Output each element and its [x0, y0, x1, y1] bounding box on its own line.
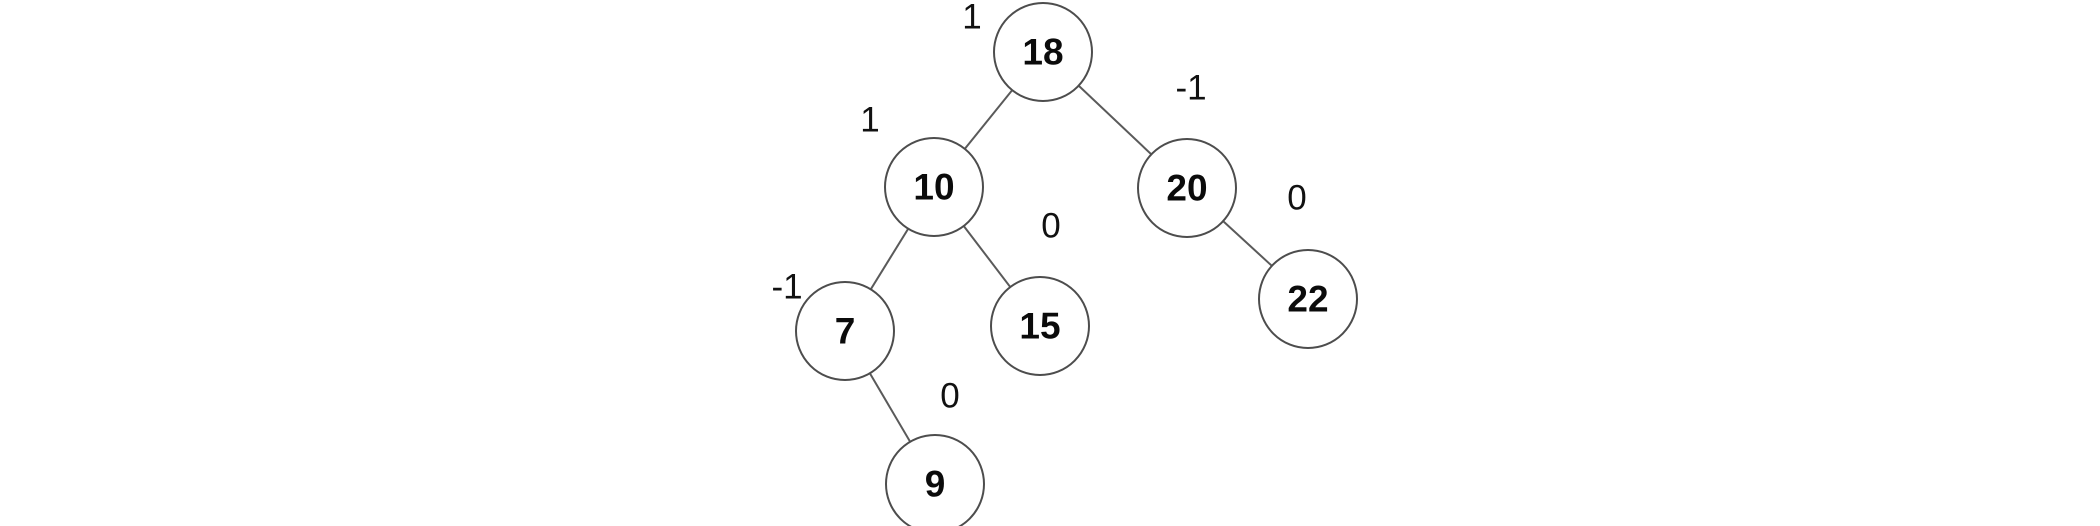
- tree-node-circle-15: [990, 276, 1090, 376]
- tree-node-circle-18: [993, 2, 1093, 102]
- balance-factor-label-15: 0: [1041, 207, 1060, 246]
- balance-factor-label-18: 1: [962, 0, 981, 37]
- tree-node-value-22: 22: [1287, 279, 1328, 320]
- tree-node-circle-7: [795, 281, 895, 381]
- balance-factor-label-22: 0: [1287, 179, 1306, 218]
- tree-node-circle-22: [1258, 249, 1358, 349]
- balance-factor-label-10: 1: [860, 101, 879, 140]
- tree-node-value-15: 15: [1019, 306, 1060, 347]
- tree-node-value-10: 10: [913, 167, 954, 208]
- tree-node-circle-20: [1137, 138, 1237, 238]
- balance-factor-label-9: 0: [940, 377, 959, 416]
- tree-node-circle-9: [885, 434, 985, 526]
- balance-factor-label-20: -1: [1175, 69, 1206, 108]
- balance-factor-label-7: -1: [771, 268, 802, 307]
- tree-node-circle-10: [884, 137, 984, 237]
- tree-node-value-9: 9: [925, 464, 946, 505]
- tree-node-value-20: 20: [1166, 168, 1207, 209]
- tree-node-value-7: 7: [835, 311, 856, 352]
- tree-node-value-18: 18: [1022, 32, 1063, 73]
